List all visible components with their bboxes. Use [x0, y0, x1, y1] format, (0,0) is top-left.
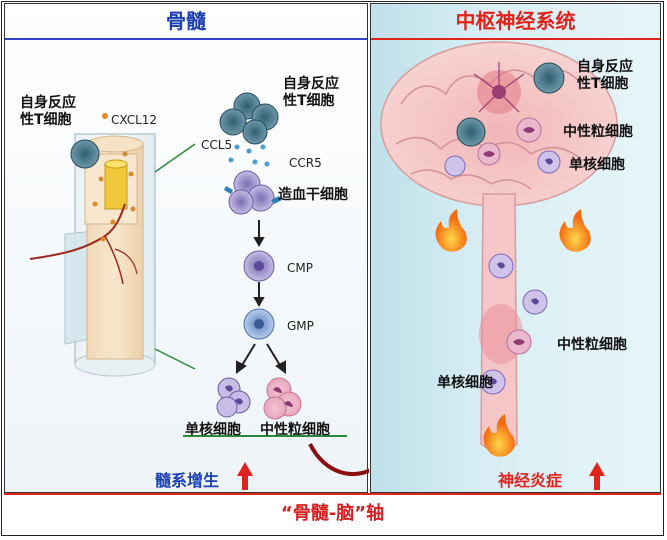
- inflammation-up-arrow: [589, 462, 605, 490]
- zoom-line-top: [154, 143, 196, 173]
- brain-immune-cells: [444, 117, 561, 177]
- cord-monocyte-label: 单核细胞: [437, 375, 493, 391]
- differentiation-arrows: [236, 220, 286, 374]
- inflammation-flames: [435, 209, 591, 457]
- myelopoiesis-up-arrow: [237, 462, 253, 490]
- cns-title: 中枢神经系统: [455, 9, 576, 33]
- bone-t-cell-label: 自身反应性T细胞: [20, 95, 76, 128]
- cord-immune-cells: [480, 253, 548, 395]
- marrow-to-cns-arrow: [308, 443, 369, 476]
- hsc-cluster: [224, 170, 282, 215]
- bone-shaft: [29, 113, 156, 377]
- t-cell-cluster: [219, 92, 279, 145]
- monocyte-label: 单核细胞: [185, 422, 241, 438]
- cns-monocyte-label: 单核细胞: [569, 157, 625, 173]
- bone-marrow-title-underline: [5, 38, 367, 40]
- cns-panel: 中枢神经系统: [370, 3, 661, 493]
- cns-t-cell-2: [456, 117, 486, 147]
- neutrophil-cells: [263, 377, 302, 420]
- cord-neutrophil-label: 中性粒细胞: [557, 337, 627, 353]
- neuroinflammation-label: 神经炎症: [498, 471, 563, 490]
- myelopoiesis-label: 髓系增生: [155, 471, 220, 490]
- zoom-line-bottom: [154, 348, 196, 370]
- cns-title-underline: [371, 38, 660, 40]
- bone-marrow-panel: 骨髓: [4, 3, 369, 493]
- neutrophil-label: 中性粒细胞: [260, 422, 330, 438]
- ccl5-molecules: [228, 144, 270, 167]
- cns-illustration: [380, 41, 618, 490]
- cns-t-cell-label: 自身反应性T细胞: [577, 59, 633, 92]
- ccl5-label: CCL5: [201, 138, 233, 152]
- cxcl12-label: CXCL12: [111, 113, 158, 127]
- monocyte-cells: [216, 377, 251, 418]
- ccr5-label: CCR5: [289, 156, 322, 170]
- hsc-label: 造血干细胞: [278, 187, 348, 203]
- cmp-label: CMP: [287, 261, 313, 275]
- cns-t-cell-1: [533, 62, 565, 94]
- axis-caption-bar: “骨髓-脑”轴: [4, 493, 661, 533]
- gmp-label: GMP: [287, 319, 314, 333]
- bone-marrow-title: 骨髓: [166, 9, 206, 33]
- cns-neutrophil-label: 中性粒细胞: [563, 124, 633, 140]
- bone-marrow-illustration: [29, 92, 369, 490]
- axis-caption: “骨髓-脑”轴: [280, 503, 385, 524]
- top-t-cell-label: 自身反应性T细胞: [283, 76, 339, 109]
